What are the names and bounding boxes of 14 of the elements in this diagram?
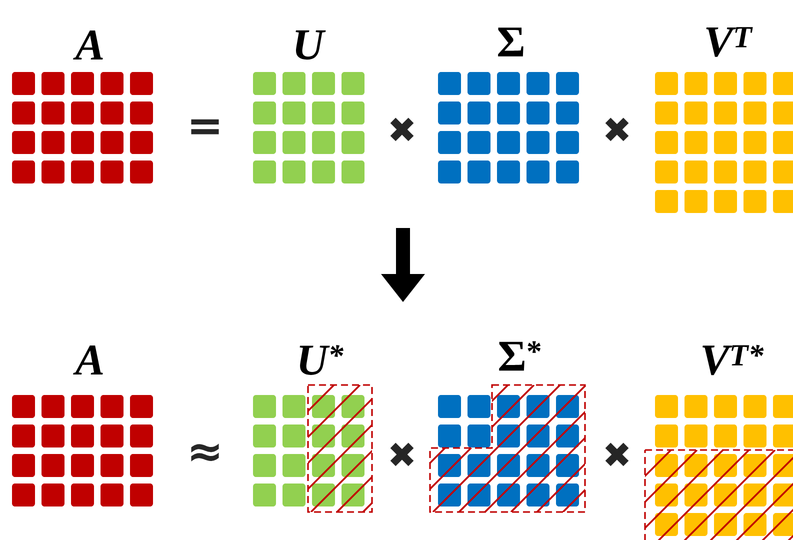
matrix-label: Σ bbox=[498, 28, 524, 56]
operator-sign: ✖ bbox=[605, 442, 629, 466]
matrix-label: A bbox=[73, 345, 103, 375]
operator-sign: ✖ bbox=[390, 442, 414, 466]
matrix-label: V$^{T*}$ bbox=[702, 344, 764, 376]
operator-sign: ✖ bbox=[605, 118, 629, 142]
matrix-label: U bbox=[296, 30, 326, 60]
operator-sign: = bbox=[191, 119, 219, 134]
operator-sign: ≈ bbox=[191, 444, 219, 462]
matrix-label: A bbox=[73, 30, 103, 60]
matrix-label: Σ$^{*}$ bbox=[499, 341, 541, 371]
matrix-label: U$^{*}$ bbox=[300, 345, 344, 375]
operator-sign: ✖ bbox=[390, 118, 414, 142]
matrix-label: V$^{T}$ bbox=[706, 27, 753, 57]
